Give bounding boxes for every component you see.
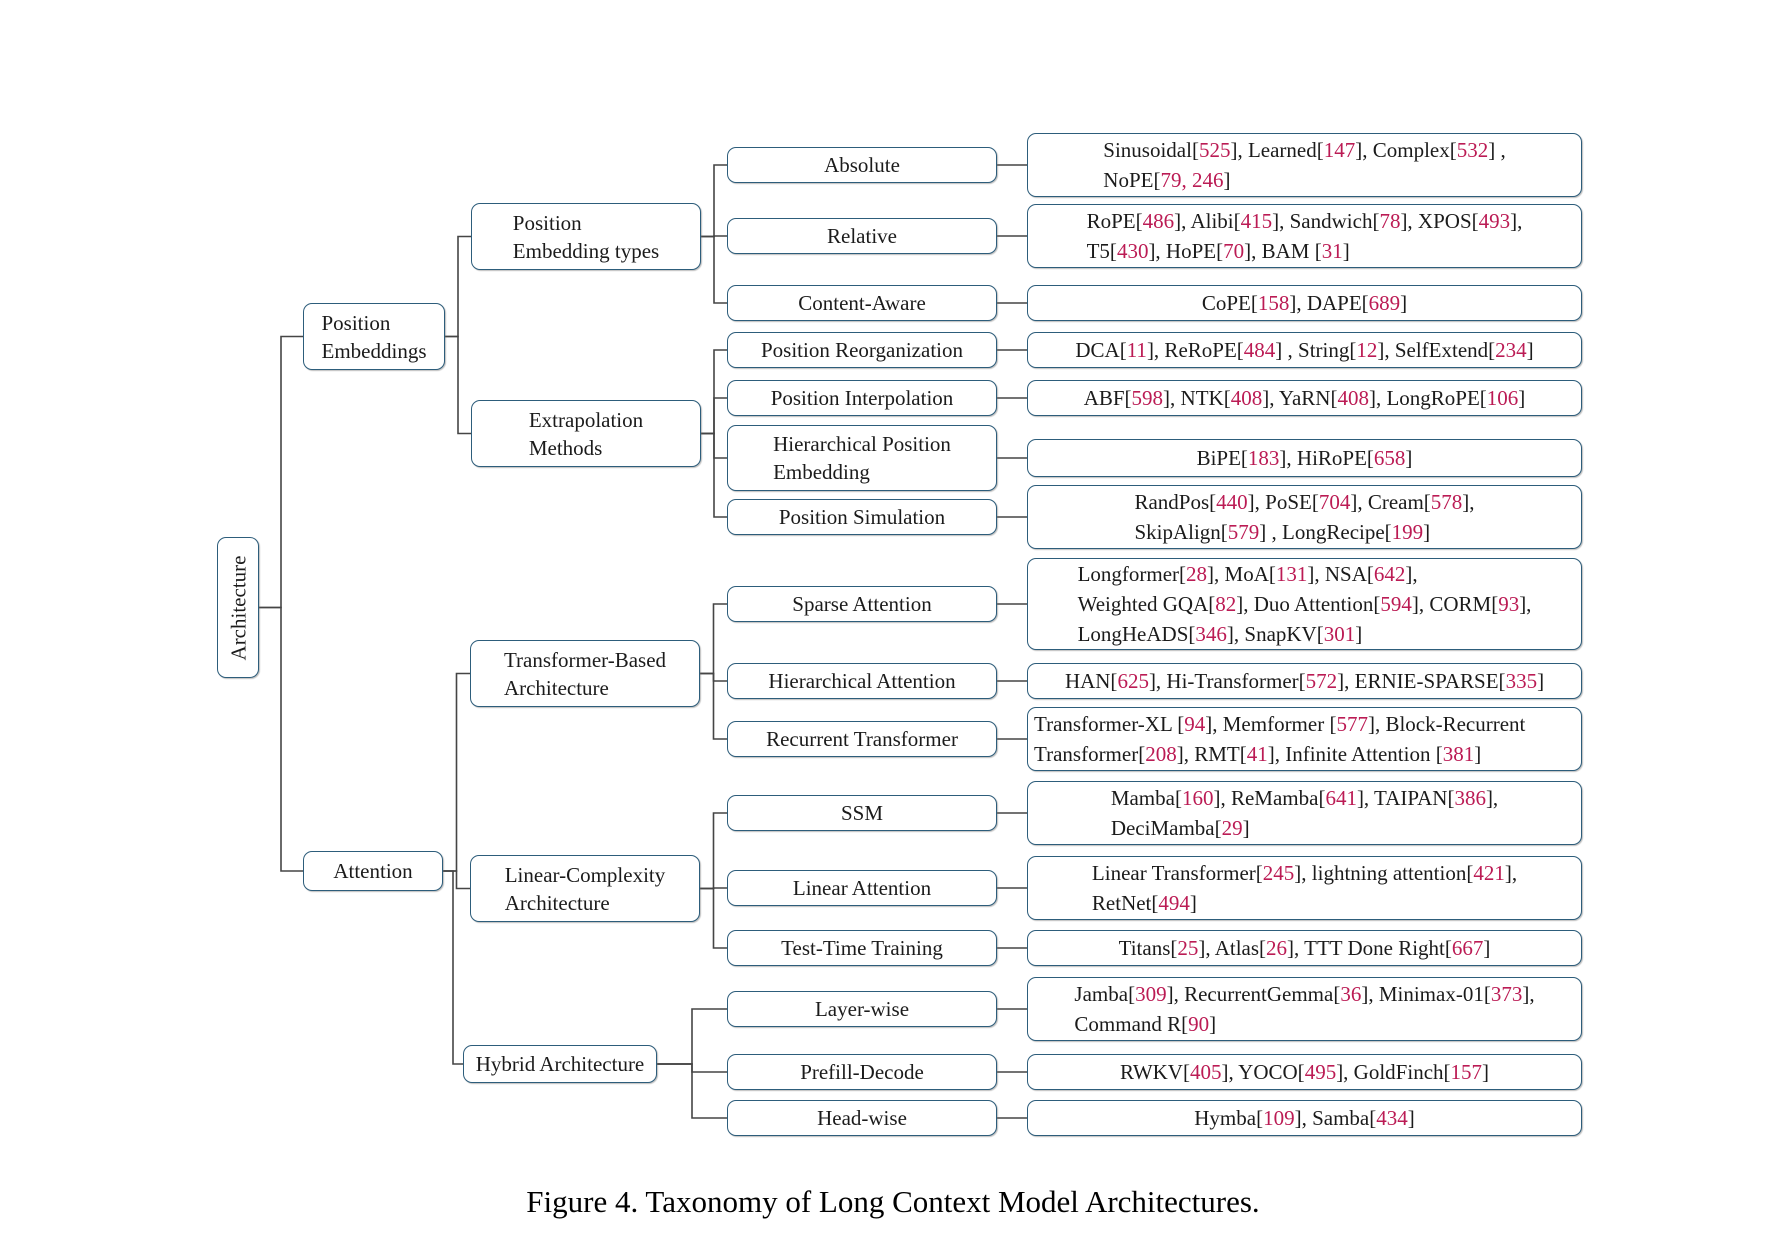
leaf-hierarchical-position-embedding-citations: BiPE[183], HiRoPE[658] — [1027, 439, 1582, 477]
tree-node-position-simulation: Position Simulation — [727, 499, 997, 535]
tree-node-label: Position Embeddings — [321, 310, 427, 363]
figure-caption: Figure 4. Taxonomy of Long Context Model… — [526, 1184, 1260, 1219]
tree-node-label: Position Simulation — [778, 505, 946, 529]
citation-list: RandPos[440], PoSE[704], Cream[578],Skip… — [1134, 490, 1475, 544]
tree-node-label: Transformer-Based Architecture — [503, 647, 667, 700]
tree-node-linear-attention: Linear Attention — [727, 870, 997, 906]
tree-node-layer-wise: Layer-wise — [727, 991, 997, 1027]
tree-node-transformer-based-architecture: Transformer-Based Architecture — [470, 640, 700, 707]
citation-list: HAN[625], Hi-Transformer[572], ERNIE-SPA… — [1064, 669, 1545, 693]
tree-node-sparse-attention: Sparse Attention — [727, 586, 997, 622]
tree-node-position-embedding-types: Position Embedding types — [471, 203, 701, 270]
tree-node-label: Test-Time Training — [781, 936, 943, 960]
tree-node-architecture: Architecture — [217, 537, 259, 678]
tree-node-absolute: Absolute — [727, 147, 997, 183]
tree-node-position-embeddings: Position Embeddings — [303, 303, 445, 370]
tree-node-attention: Attention — [303, 851, 443, 891]
leaf-linear-attention-citations: Linear Transformer[245], lightning atten… — [1027, 856, 1582, 920]
leaf-position-reorganization-citations: DCA[11], ReRoPE[484] , String[12], SelfE… — [1027, 332, 1582, 368]
tree-node-label: Content-Aware — [798, 291, 926, 315]
tree-node-label: Hierarchical Position Embedding — [773, 432, 951, 484]
citation-list: Hymba[109], Samba[434] — [1194, 1106, 1415, 1130]
tree-node-label: Prefill-Decode — [800, 1060, 924, 1084]
citation-list: RoPE[486], Alibi[415], Sandwich[78], XPO… — [1086, 209, 1523, 263]
citation-list: DCA[11], ReRoPE[484] , String[12], SelfE… — [1075, 338, 1534, 362]
tree-node-label: Linear-Complexity Architecture — [504, 862, 666, 915]
tree-node-label: Position Reorganization — [760, 338, 963, 362]
tree-node-extrapolation-methods: Extrapolation Methods — [471, 400, 701, 467]
tree-node-ssm: SSM — [727, 795, 997, 831]
leaf-position-simulation-citations: RandPos[440], PoSE[704], Cream[578],Skip… — [1027, 485, 1582, 549]
tree-node-hierarchical-attention: Hierarchical Attention — [727, 663, 997, 699]
tree-node-hybrid-architecture: Hybrid Architecture — [463, 1045, 657, 1083]
citation-list: CoPE[158], DAPE[689] — [1201, 291, 1408, 315]
leaf-absolute-citations: Sinusoidal[525], Learned[147], Complex[5… — [1027, 133, 1582, 197]
tree-node-test-time-training: Test-Time Training — [727, 930, 997, 966]
tree-node-label: Attention — [333, 859, 413, 883]
tree-node-recurrent-transformer: Recurrent Transformer — [727, 721, 997, 757]
tree-node-content-aware: Content-Aware — [727, 285, 997, 321]
leaf-prefill-decode-citations: RWKV[405], YOCO[495], GoldFinch[157] — [1027, 1054, 1582, 1090]
tree-node-label: Hierarchical Attention — [768, 669, 956, 693]
tree-node-hierarchical-position-embedding: Hierarchical Position Embedding — [727, 425, 997, 491]
tree-node-relative: Relative — [727, 218, 997, 254]
tree-node-label: Architecture — [226, 555, 251, 660]
leaf-position-interpolation-citations: ABF[598], NTK[408], YaRN[408], LongRoPE[… — [1027, 380, 1582, 416]
leaf-hierarchical-attention-citations: HAN[625], Hi-Transformer[572], ERNIE-SPA… — [1027, 663, 1582, 699]
tree-node-label: Head-wise — [817, 1106, 907, 1130]
tree-node-position-interpolation: Position Interpolation — [727, 380, 997, 416]
tree-node-head-wise: Head-wise — [727, 1100, 997, 1136]
citation-list: Longformer[28], MoA[131], NSA[642],Weigh… — [1077, 562, 1532, 646]
tree-node-label: Recurrent Transformer — [766, 727, 958, 751]
tree-node-label: Extrapolation Methods — [528, 407, 644, 460]
tree-node-label: Sparse Attention — [792, 592, 932, 616]
tree-node-label: Hybrid Architecture — [475, 1052, 645, 1076]
citation-list: ABF[598], NTK[408], YaRN[408], LongRoPE[… — [1083, 386, 1526, 410]
leaf-relative-citations: RoPE[486], Alibi[415], Sandwich[78], XPO… — [1027, 204, 1582, 268]
leaf-content-aware-citations: CoPE[158], DAPE[689] — [1027, 285, 1582, 321]
citation-list: BiPE[183], HiRoPE[658] — [1196, 446, 1413, 470]
tree-node-label: Absolute — [824, 153, 900, 177]
citation-list: Jamba[309], RecurrentGemma[36], Minimax-… — [1074, 982, 1535, 1036]
citation-list: Linear Transformer[245], lightning atten… — [1091, 861, 1518, 915]
citation-list: Mamba[160], ReMamba[641], TAIPAN[386],De… — [1110, 786, 1499, 840]
tree-node-label: Position Interpolation — [770, 386, 954, 410]
tree-node-label: SSM — [840, 801, 884, 825]
tree-node-label: Layer-wise — [814, 997, 910, 1021]
citation-list: RWKV[405], YOCO[495], GoldFinch[157] — [1119, 1060, 1490, 1084]
citation-list: Titans[25], Atlas[26], TTT Done Right[66… — [1118, 936, 1491, 960]
leaf-ssm-citations: Mamba[160], ReMamba[641], TAIPAN[386],De… — [1027, 781, 1582, 845]
tree-node-linear-complexity-architecture: Linear-Complexity Architecture — [470, 855, 700, 922]
citation-list: Sinusoidal[525], Learned[147], Complex[5… — [1103, 138, 1506, 192]
leaf-head-wise-citations: Hymba[109], Samba[434] — [1027, 1100, 1582, 1136]
tree-node-prefill-decode: Prefill-Decode — [727, 1054, 997, 1090]
tree-node-label: Linear Attention — [792, 876, 932, 900]
tree-node-position-reorganization: Position Reorganization — [727, 332, 997, 368]
tree-node-label: Relative — [827, 224, 897, 248]
leaf-sparse-attention-citations: Longformer[28], MoA[131], NSA[642],Weigh… — [1027, 558, 1582, 650]
leaf-test-time-training-citations: Titans[25], Atlas[26], TTT Done Right[66… — [1027, 930, 1582, 966]
leaf-layer-wise-citations: Jamba[309], RecurrentGemma[36], Minimax-… — [1027, 977, 1582, 1041]
citation-list: Transformer-XL [94], Memformer [577], Bl… — [1034, 712, 1526, 766]
tree-node-label: Position Embedding types — [512, 210, 660, 263]
leaf-recurrent-transformer-citations: Transformer-XL [94], Memformer [577], Bl… — [1027, 707, 1582, 771]
